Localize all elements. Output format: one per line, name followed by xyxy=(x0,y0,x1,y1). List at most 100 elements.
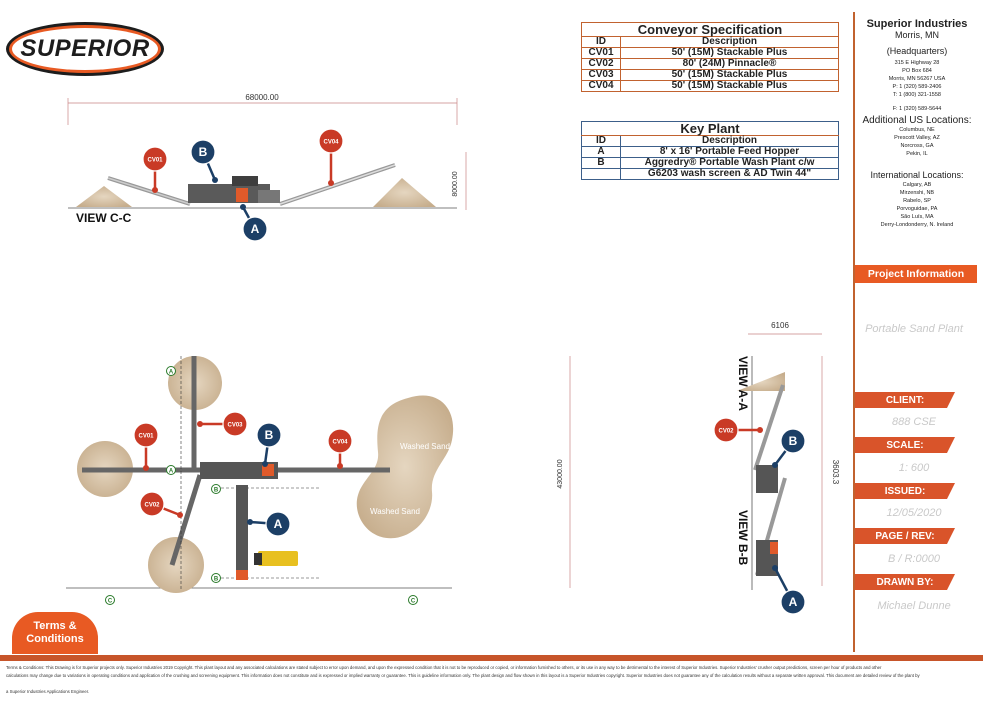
view-aa-label: VIEW A-A xyxy=(736,356,750,411)
intl-location: Derry-Londonderry, N. Ireland xyxy=(880,222,954,228)
address-line: P: 1 (320) 589-2406 xyxy=(892,84,942,90)
address-line: F: 1 (320) 589-5644 xyxy=(892,106,942,112)
cell: G6203 wash screen & AD Twin 44" xyxy=(620,168,839,180)
intl-location: Calgary, AB xyxy=(902,182,932,188)
dim-side-width-label: 6106 xyxy=(771,321,789,330)
cv-marker: CV01 xyxy=(142,146,168,193)
terms-line: calculations may change due to variation… xyxy=(6,673,920,678)
section-marker: C xyxy=(408,595,418,605)
marker-label: A xyxy=(274,517,283,531)
side-views: 6106 3603.3 VIEW A-A VIEW B-B xyxy=(736,321,840,590)
section-label: B xyxy=(214,577,219,583)
key-b-marker: B xyxy=(190,139,218,183)
stockpile xyxy=(373,178,436,207)
marker-label: B xyxy=(789,434,798,448)
terms-text: Terms & Conditions: This Drawing is for … xyxy=(6,664,976,680)
intl-location: Porvoguidae, PA xyxy=(896,206,938,212)
company-city: Morris, MN xyxy=(895,30,939,40)
drawn-by-value: Michael Dunne xyxy=(877,600,951,612)
key-b-marker: B xyxy=(256,422,282,467)
marker-label: A xyxy=(251,222,260,236)
intl-location: Rabelo, SP xyxy=(903,198,931,204)
us-location: Prescott Valley, AZ xyxy=(894,135,940,141)
feed-hopper xyxy=(236,485,248,580)
stockpile xyxy=(76,186,132,207)
plan-view: 43000.00 Washed Sand Washed Sand xyxy=(66,356,571,593)
us-location: Pekin, IL xyxy=(906,151,928,157)
cell: 50' (15M) Stackable Plus xyxy=(620,80,839,92)
drawn-by-label: DRAWN BY: xyxy=(855,574,955,590)
client-value: 888 CSE xyxy=(891,416,937,428)
section-marker: C xyxy=(105,595,115,605)
dim-width-label: 68000.00 xyxy=(245,93,279,102)
scale-label: SCALE: xyxy=(855,437,955,453)
view-cc-label: VIEW C-C xyxy=(76,211,132,225)
section-marker: A xyxy=(166,465,176,475)
company-panel: Superior Industries Morris, MN (Headquar… xyxy=(853,12,979,652)
page-rev-value: B / R:0000 xyxy=(888,553,940,565)
address-line: Morris, MN 56267 USA xyxy=(888,76,946,82)
washed-sand-label: Washed Sand xyxy=(370,507,420,516)
stockpile xyxy=(737,372,785,391)
dim-side-height-label: 3603.3 xyxy=(831,460,840,485)
marker-label: B xyxy=(265,428,274,442)
key-a-marker: A xyxy=(772,565,806,615)
washed-sand-pile xyxy=(356,395,454,539)
section-label: C xyxy=(411,599,416,605)
cv-marker: CV03 xyxy=(197,411,248,437)
section-marker: B xyxy=(211,484,221,494)
footer-bar xyxy=(0,655,983,661)
company-hq: (Headquarters) xyxy=(886,46,948,56)
intl-location: São Luís, MA xyxy=(900,214,934,220)
section-marker: A xyxy=(166,366,176,376)
marker-label: CV04 xyxy=(323,140,339,146)
terms-conditions-tab[interactable]: Terms & Conditions xyxy=(12,612,98,654)
key-b-marker: B xyxy=(772,428,806,468)
cv-marker: CV04 xyxy=(318,128,344,186)
issued-label: ISSUED: xyxy=(855,483,955,499)
marker-label: B xyxy=(199,145,208,159)
cv-marker: CV02 xyxy=(713,417,763,443)
terms-line: Terms & Conditions: This Drawing is for … xyxy=(6,665,882,670)
intl-locations-title: International Locations: xyxy=(870,170,964,180)
wash-plant-side xyxy=(756,465,778,493)
issued-value: 12/05/2020 xyxy=(886,507,942,519)
cv-marker: CV02 xyxy=(139,491,183,518)
key-a-marker: A xyxy=(240,204,268,242)
scale-value: 1: 600 xyxy=(898,462,930,474)
section-label: B xyxy=(214,488,219,494)
logo-text: SUPERIOR xyxy=(20,35,150,62)
cv-marker: CV01 xyxy=(133,422,159,471)
us-locations-title: Additional US Locations: xyxy=(862,115,972,126)
project-information-header: Project Information xyxy=(855,265,977,283)
washed-sand-label: Washed Sand xyxy=(400,442,450,451)
us-location: Norcross, GA xyxy=(900,143,934,149)
loader xyxy=(258,551,298,566)
wash-plant xyxy=(188,184,270,203)
cv-marker: CV04 xyxy=(327,428,353,469)
intl-location: Mirzenshi, NB xyxy=(899,190,935,196)
client-label: CLIENT: xyxy=(855,392,955,408)
marker-label: CV03 xyxy=(227,423,243,429)
stockpile xyxy=(148,537,204,593)
key-a-marker: A xyxy=(247,511,291,537)
address-line: PO Box 684 xyxy=(902,68,932,74)
view-cc-elevation: 68000.00 8000.00 VIEW C-C xyxy=(67,93,467,225)
marker-label: CV02 xyxy=(144,503,160,509)
address-line: T: 1 (800) 321-1558 xyxy=(892,92,941,98)
section-label: A xyxy=(169,370,174,376)
marker-label: CV02 xyxy=(718,429,734,435)
marker-label: CV01 xyxy=(147,158,163,164)
address-line: 315 E Highway 28 xyxy=(894,60,940,66)
company-name: Superior Industries xyxy=(866,18,968,30)
superior-logo: SUPERIOR xyxy=(6,22,164,76)
project-name: Portable Sand Plant xyxy=(865,323,963,335)
marker-label: A xyxy=(789,595,798,609)
wash-plant xyxy=(200,462,278,479)
section-label: A xyxy=(169,469,174,475)
